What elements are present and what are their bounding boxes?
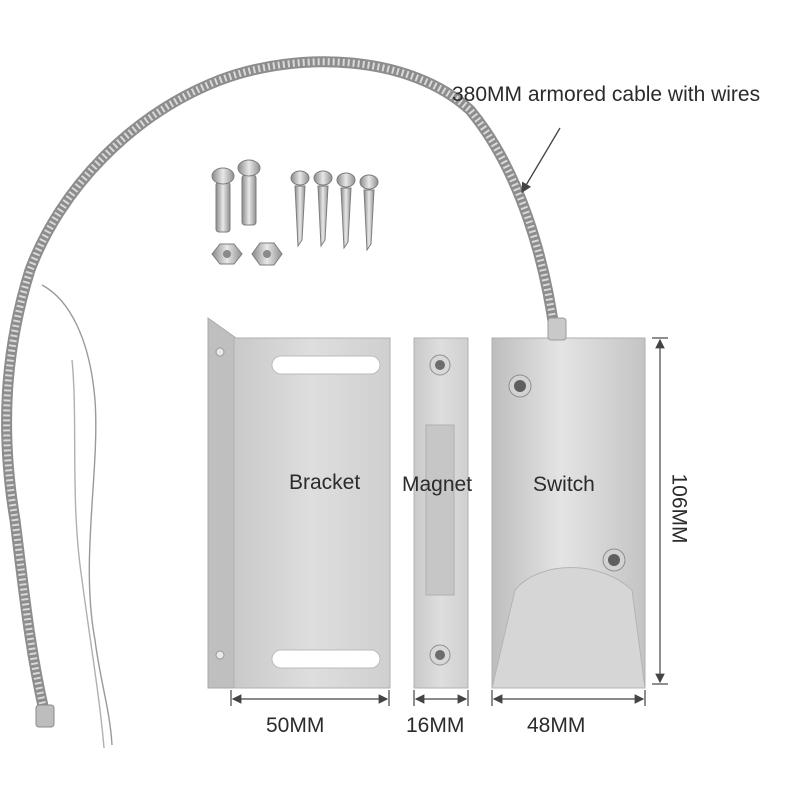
bracket-slot-top xyxy=(271,355,381,375)
armored-cable xyxy=(1,56,561,728)
wood-screw-3 xyxy=(336,172,356,250)
magnet xyxy=(413,337,469,689)
switch-width-label: 48MM xyxy=(527,714,586,737)
screws-group xyxy=(211,159,379,266)
cable-pointer-arrow xyxy=(521,127,561,194)
switch xyxy=(491,317,646,689)
dimension-lines xyxy=(230,337,668,706)
magnet-screw-hole-bottom xyxy=(435,650,445,660)
cable-end-ferrule xyxy=(35,704,55,728)
cable-label: 380MM armored cable with wires xyxy=(452,83,761,106)
bracket-slot-bottom xyxy=(271,649,381,669)
height-label: 106MM xyxy=(667,473,691,544)
hex-nut-1 xyxy=(211,243,243,265)
bracket-width-label: 50MM xyxy=(266,714,325,737)
bracket xyxy=(207,317,391,689)
hex-nut-2 xyxy=(251,242,283,266)
wood-screw-2 xyxy=(313,170,333,248)
switch-screw-hole-bottom xyxy=(608,554,620,566)
wood-screw-4 xyxy=(359,174,379,252)
machine-screw-1 xyxy=(211,167,235,233)
machine-screw-2 xyxy=(237,159,261,226)
wires xyxy=(41,284,113,749)
magnet-screw-hole-top xyxy=(435,360,445,370)
magnet-label: Magnet xyxy=(402,473,473,496)
wood-screw-1 xyxy=(290,170,310,248)
switch-label: Switch xyxy=(533,473,595,496)
bracket-label: Bracket xyxy=(289,471,361,494)
switch-screw-hole-top xyxy=(514,380,526,392)
magnet-width-label: 16MM xyxy=(406,714,465,737)
